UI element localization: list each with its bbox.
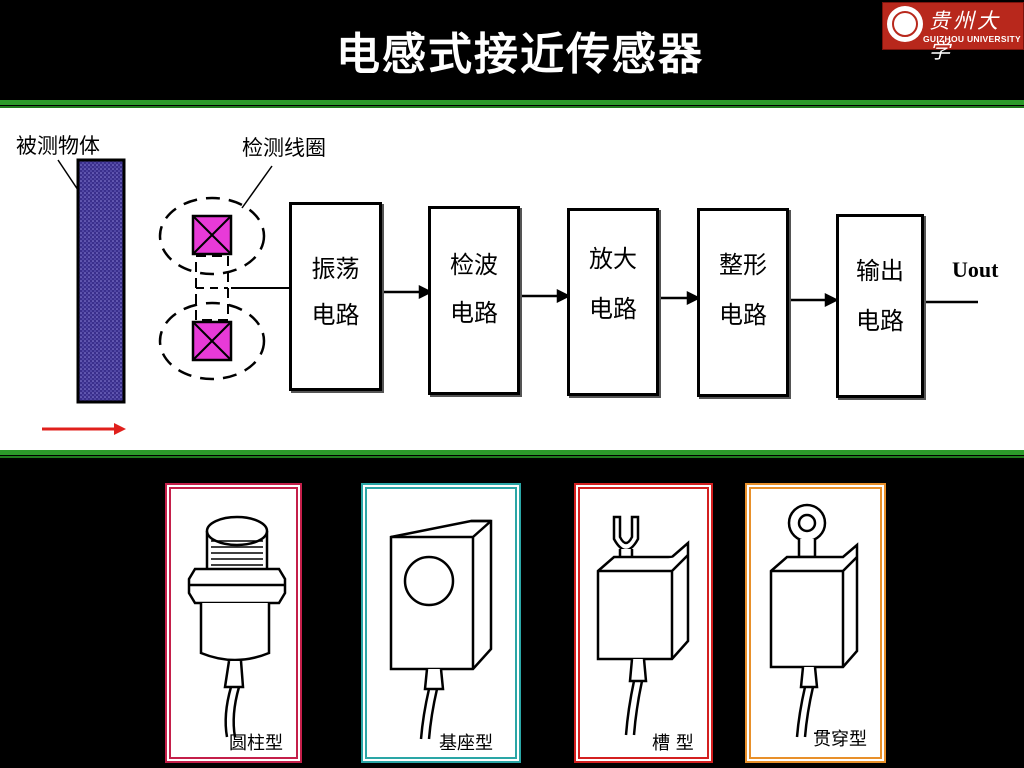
detection-coil <box>158 196 292 381</box>
amplifier-circuit-block: 放大 电路 <box>567 208 659 396</box>
block-text-line2: 电路 <box>856 307 904 335</box>
block-text-line2: 电路 <box>589 295 637 323</box>
logo-name-cn: 贵州大学 <box>929 9 1001 63</box>
sensor-card-through: 贯穿型 <box>745 483 886 763</box>
sensor-type-label: 槽 型 <box>652 733 694 754</box>
motion-arrow-icon <box>42 423 126 435</box>
block-text-line1: 输出 <box>856 257 904 285</box>
top-divider-thin <box>0 106 1024 108</box>
sensor-type-label: 圆柱型 <box>229 733 283 754</box>
title-bar: 电感式接近传感器 贵州大学 GUIZHOU UNIVERSITY <box>0 0 1024 100</box>
logo-name-en: GUIZHOU UNIVERSITY <box>923 34 1021 44</box>
block-text-line1: 检波 <box>450 251 498 279</box>
block-text-line1: 放大 <box>589 245 637 273</box>
detection-coil-label: 检测线圈 <box>242 136 326 160</box>
diagram-graphics <box>42 158 978 435</box>
coil-leader-line <box>241 165 273 209</box>
top-divider <box>0 100 1024 105</box>
slide-title: 电感式接近传感器 <box>336 29 704 80</box>
block-text-line1: 整形 <box>719 251 767 279</box>
bottom-divider <box>0 450 1024 455</box>
block-text-line2: 电路 <box>719 301 767 329</box>
sensor-card-slot: 槽 型 <box>574 483 713 763</box>
shaping-circuit-block: 整形 电路 <box>697 208 789 397</box>
detector-circuit-block: 检波 电路 <box>428 206 520 395</box>
slot-sensor-icon <box>596 515 690 736</box>
sensor-type-label: 基座型 <box>439 733 493 754</box>
block-text-line1: 振荡 <box>311 255 360 283</box>
sensor-card-cylindrical: 圆柱型 <box>165 483 302 763</box>
oscillator-circuit-block: 振荡 电路 <box>289 202 382 391</box>
target-object-label: 被测物体 <box>16 134 100 158</box>
output-voltage-label: Uout <box>952 257 999 282</box>
university-logo: 贵州大学 GUIZHOU UNIVERSITY <box>882 2 1024 63</box>
base-sensor-icon <box>389 519 493 740</box>
sensor-card-base: 基座型 <box>361 483 521 763</box>
through-sensor-icon <box>769 503 859 738</box>
bottom-divider-thin <box>0 456 1024 458</box>
sensor-type-label: 贯穿型 <box>813 729 867 750</box>
cylindrical-sensor-icon <box>187 515 287 738</box>
signal-arrows <box>382 284 978 308</box>
block-diagram: 被测物体 检测线圈 <box>0 108 1024 450</box>
block-text-line2: 电路 <box>450 299 498 327</box>
block-text-line2: 电路 <box>311 301 360 329</box>
university-seal-icon <box>887 6 923 42</box>
output-circuit-block: 输出 电路 <box>836 214 924 398</box>
target-object <box>76 158 126 404</box>
